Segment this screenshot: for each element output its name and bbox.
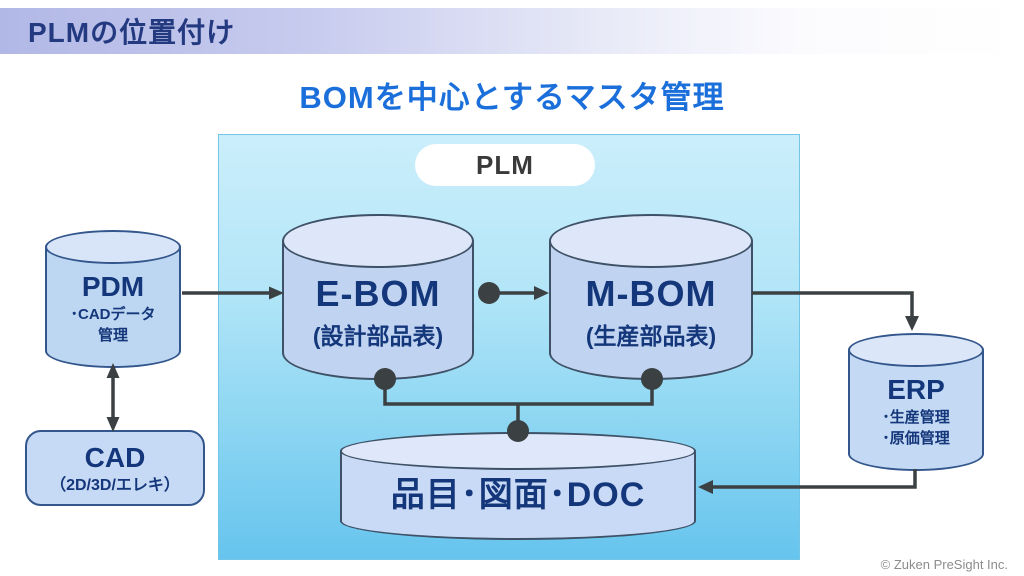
node-erp: ERP ･生産管理 ･原価管理 — [848, 333, 984, 471]
node-ebom-label: E-BOM (設計部品表) — [282, 268, 474, 353]
node-mbom-label: M-BOM (生産部品表) — [549, 268, 753, 353]
node-erp-label: ERP ･生産管理 ･原価管理 — [848, 367, 984, 454]
node-erp-title: ERP — [887, 374, 945, 406]
pdm-cylinder-top — [45, 230, 181, 264]
node-ebom-title: E-BOM — [315, 272, 441, 314]
node-cad: CAD （2D/3D/エレキ） — [25, 430, 205, 506]
slide-subtitle: BOMを中心とするマスタ管理 — [299, 80, 725, 115]
node-pdm: PDM ･CADデータ 管理 — [45, 230, 181, 368]
header-bar: PLMの位置付け — [0, 8, 1024, 54]
arrowhead-erp — [905, 316, 919, 331]
copyright: © Zuken PreSight Inc. — [880, 557, 1008, 572]
node-erp-line-2: ･原価管理 — [882, 430, 950, 447]
node-doc: 品目･図面･DOC — [340, 432, 696, 540]
node-pdm-line-2: 管理 — [97, 327, 128, 344]
node-mbom: M-BOM (生産部品表) — [549, 214, 753, 380]
node-pdm-label: PDM ･CADデータ 管理 — [45, 264, 181, 351]
page-title: PLMの位置付け — [28, 17, 236, 48]
doc-cylinder-top — [340, 432, 696, 470]
node-pdm-line-1: ･CADデータ — [70, 306, 156, 324]
plm-label-text: PLM — [476, 149, 534, 180]
node-cad-subtitle: （2D/3D/エレキ） — [50, 477, 180, 495]
mbom-cylinder-top — [549, 214, 753, 268]
node-mbom-title: M-BOM — [585, 272, 717, 314]
node-doc-label: 品目･図面･DOC — [340, 470, 696, 521]
node-erp-line-1: ･生産管理 — [882, 409, 950, 427]
erp-cylinder-body — [848, 350, 984, 471]
node-pdm-title: PDM — [81, 271, 145, 303]
ebom-cylinder-top — [282, 214, 474, 268]
node-ebom: E-BOM (設計部品表) — [282, 214, 474, 380]
node-doc-title: 品目･図面･DOC — [390, 476, 646, 515]
pdm-cylinder-body — [45, 247, 181, 368]
plm-label-pill: PLM — [415, 144, 595, 186]
node-cad-title: CAD — [84, 441, 146, 473]
node-mbom-subtitle: (生産部品表) — [585, 322, 717, 349]
erp-cylinder-top — [848, 333, 984, 367]
node-ebom-subtitle: (設計部品表) — [312, 322, 444, 349]
